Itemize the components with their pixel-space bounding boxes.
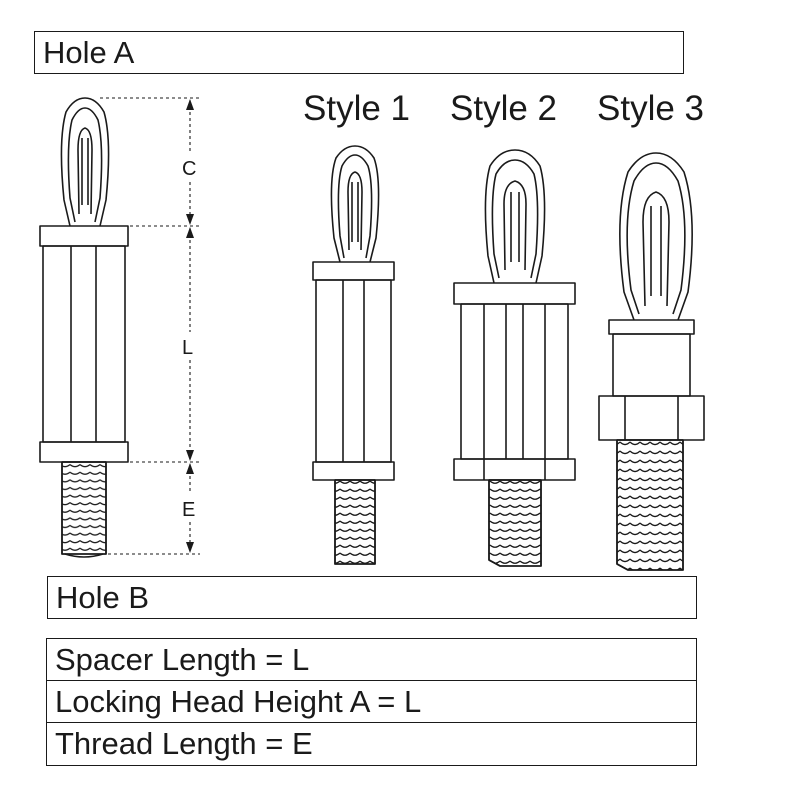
dim-l-label: L — [182, 337, 193, 359]
style-1-label: Style 1 — [303, 89, 410, 128]
hole-b-label: Hole B — [47, 576, 697, 619]
style-1-spacer — [312, 145, 395, 565]
style-3-label: Style 3 — [597, 89, 704, 128]
dim-e-label: E — [182, 499, 195, 521]
style-2-spacer — [453, 149, 576, 567]
dimension-arrows — [186, 99, 194, 553]
dim-c-label: C — [182, 158, 196, 180]
main-spacer — [39, 97, 129, 558]
style-2-label: Style 2 — [450, 89, 557, 128]
spec-table: Spacer Length = L Locking Head Height A … — [46, 638, 697, 766]
spec-thread-length: Thread Length = E — [55, 726, 313, 761]
spec-spacer-length: Spacer Length = L — [47, 639, 696, 681]
spec-locking-head-height: Locking Head Height A = L — [47, 681, 696, 723]
style-3-spacer — [598, 152, 705, 571]
hole-a-label: Hole A — [34, 31, 684, 74]
